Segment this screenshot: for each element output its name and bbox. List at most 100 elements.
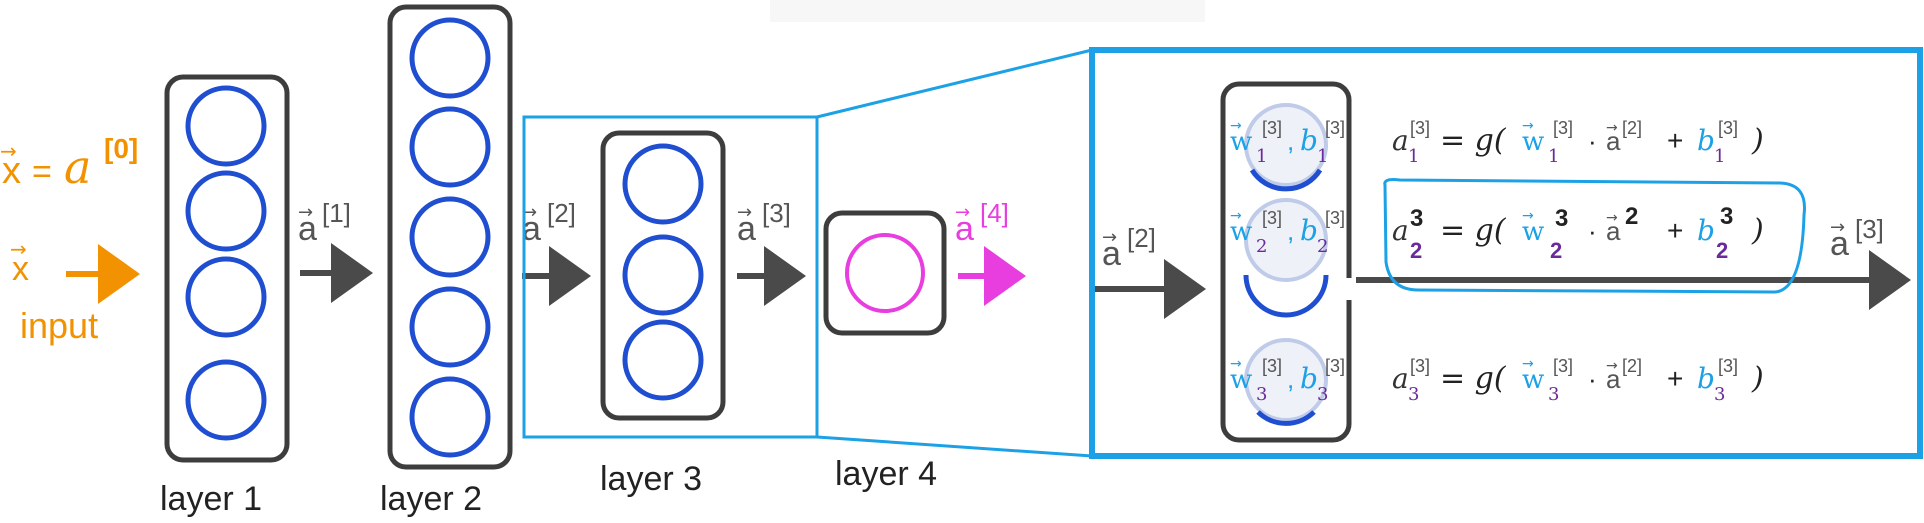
unit2-rb-sup: 3 xyxy=(1720,203,1733,230)
unit3-lhs-sub: 3 xyxy=(1408,384,1419,405)
unit3-rw: w xyxy=(1522,365,1544,395)
unit3-w: w xyxy=(1230,365,1252,395)
arrow-a3-a: a xyxy=(737,210,756,248)
unit3-ra-vec: → xyxy=(1606,358,1618,374)
unit1-rw: w xyxy=(1522,127,1544,157)
zoom-output-sup: [3] xyxy=(1855,214,1884,244)
arrow-a2-vec: → xyxy=(522,202,537,223)
unit1-rw-sup: [3] xyxy=(1553,118,1573,138)
arrow-a2-sup: [2] xyxy=(547,198,576,228)
unit3-ra-sup: [2] xyxy=(1622,356,1642,376)
unit1-rw-sub: 1 xyxy=(1548,146,1559,167)
layer-1-neuron-3 xyxy=(185,256,267,338)
unit2-b-sup: [3] xyxy=(1325,208,1345,228)
x-eq-a0-lhs: x xyxy=(2,150,21,192)
x-vector-arrow: → xyxy=(0,139,17,163)
arrow-a1-a: a xyxy=(298,210,317,248)
zoom-neuron-3-arc xyxy=(1256,410,1316,426)
unit2-plus: + xyxy=(1667,215,1683,246)
unit3-eq: = g( xyxy=(1440,361,1507,396)
zoom-layer-box xyxy=(1220,81,1352,443)
unit3-ra: a xyxy=(1606,364,1621,394)
unit3-rb: b xyxy=(1697,362,1715,395)
unit2-b-sub: 2 xyxy=(1317,236,1328,257)
unit3-w-sup: [3] xyxy=(1262,356,1282,376)
unit3-lhs: a xyxy=(1392,362,1409,395)
layer-3-neuron-1 xyxy=(622,143,704,225)
unit3-w-vec: → xyxy=(1230,356,1242,372)
arrow-a1: a → [1] xyxy=(298,198,373,303)
layer-3-neuron-3 xyxy=(622,319,704,401)
x-label-arrow: → xyxy=(10,237,27,261)
unit1-rb: b xyxy=(1697,124,1715,157)
unit3-rb-sup: [3] xyxy=(1718,356,1738,376)
unit3-rb-sub: 3 xyxy=(1714,384,1725,405)
unit1-ra-sup: [2] xyxy=(1622,118,1642,138)
unit2-ra-sup: 2 xyxy=(1625,203,1638,230)
x-eq-a0-sup: [0] xyxy=(104,133,138,164)
unit2-lhs: a xyxy=(1392,214,1409,247)
zoom-connector-top xyxy=(816,48,1093,119)
layer-1-neuron-4 xyxy=(185,359,267,441)
layer-3-label: layer 3 xyxy=(600,460,702,498)
unit2-ra-vec: → xyxy=(1606,210,1618,226)
top-faint-band xyxy=(770,0,1205,22)
unit1-plus: + xyxy=(1667,125,1683,156)
layer-4-neuron xyxy=(845,233,925,313)
zoom-input-sup: [2] xyxy=(1127,223,1156,253)
zoom-output-vec: → xyxy=(1830,217,1845,238)
unit3-b: b xyxy=(1300,362,1318,395)
layer-2-neuron-5 xyxy=(409,376,491,458)
arrow-a2: a → [2] xyxy=(522,198,591,306)
unit2-rw-sub: 2 xyxy=(1550,238,1562,263)
unit1-rb-sup: [3] xyxy=(1718,118,1738,138)
unit1-w: w xyxy=(1230,127,1252,157)
layer-2-neuron-2 xyxy=(409,106,491,188)
arrow-a3-sup: [3] xyxy=(762,198,791,228)
x-eq-a0-eq: = xyxy=(32,153,52,191)
unit1-comma: , xyxy=(1287,126,1294,156)
zoom-neuron-1 xyxy=(1244,103,1328,187)
layer-4-label: layer 4 xyxy=(835,455,937,493)
unit2-rw: w xyxy=(1522,217,1544,247)
layer-1-neuron-2 xyxy=(185,170,267,252)
unit3-b-sub: 3 xyxy=(1317,384,1328,405)
layer-3-box xyxy=(600,130,726,421)
zoom-output-a: a xyxy=(1830,225,1849,263)
unit3-comma: , xyxy=(1287,364,1294,394)
unit1-b: b xyxy=(1300,124,1318,157)
unit2-w-sub: 2 xyxy=(1256,236,1267,257)
unit-row-1: w → 1 [3] , b 1 [3] a 1 [3] = g( w → 1 [… xyxy=(1230,118,1764,167)
unit3-rw-sup: [3] xyxy=(1553,356,1573,376)
layer-2-box xyxy=(387,4,513,470)
unit1-ra: a xyxy=(1606,126,1621,156)
unit3-rw-sub: 3 xyxy=(1548,384,1559,405)
unit2-ra: a xyxy=(1606,216,1621,246)
arrow-a1-vec: → xyxy=(298,202,313,223)
arrow-a3-vec: → xyxy=(737,202,752,223)
layer-3-highlight xyxy=(522,115,819,439)
unit2-b: b xyxy=(1300,214,1318,247)
layer-2-neuron-3 xyxy=(409,196,491,278)
unit1-w-sup: [3] xyxy=(1262,118,1282,138)
layer-2-neuron-4 xyxy=(409,286,491,368)
unit3-plus: + xyxy=(1667,363,1683,394)
unit2-w-sup: [3] xyxy=(1262,208,1282,228)
layer-1: layer 1 xyxy=(160,74,290,518)
unit3-close: ) xyxy=(1751,361,1764,396)
layer-3: layer 3 xyxy=(522,115,819,498)
unit1-lhs-sup: [3] xyxy=(1410,118,1430,138)
zoom-box-gap xyxy=(1340,278,1356,300)
arrow-a3: a → [3] xyxy=(737,198,806,306)
layer-4-box xyxy=(823,210,947,336)
unit1-rw-vec: → xyxy=(1522,118,1534,134)
arrow-a4-sup: [4] xyxy=(980,198,1009,228)
unit2-rw-vec: → xyxy=(1522,208,1534,224)
unit3-lhs-sup: [3] xyxy=(1410,356,1430,376)
unit1-b-sup: [3] xyxy=(1325,118,1345,138)
unit2-w: w xyxy=(1230,217,1252,247)
arrow-a4: a → [4] xyxy=(955,198,1026,306)
layer-4: layer 4 xyxy=(823,210,947,493)
unit3-rw-vec: → xyxy=(1522,356,1534,372)
